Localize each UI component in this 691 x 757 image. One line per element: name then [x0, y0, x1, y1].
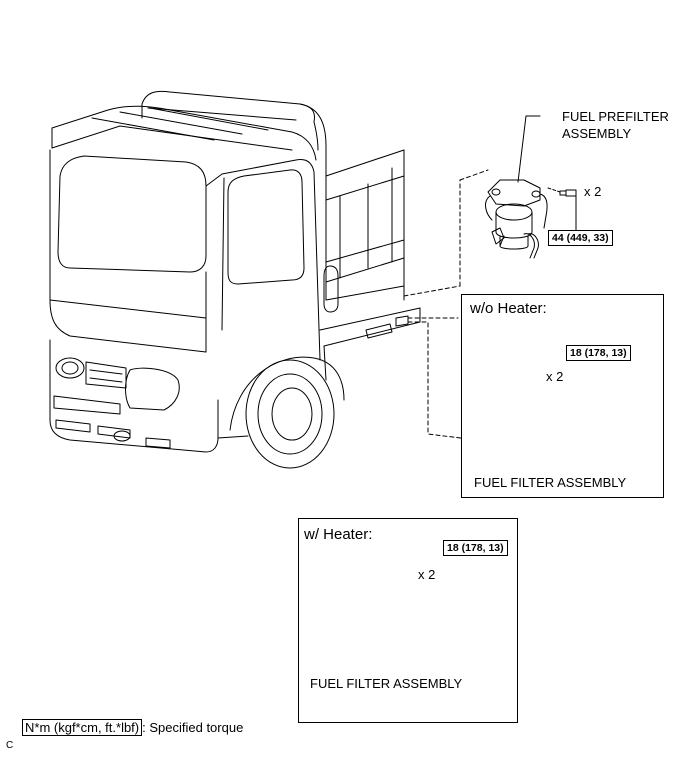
figure-code: C	[6, 740, 14, 751]
torque-legend: N*m (kgf*cm, ft.*lbf): Specified torque	[22, 719, 243, 736]
legend-unit-box: N*m (kgf*cm, ft.*lbf)	[22, 719, 143, 736]
no-heater-bolt-quantity: x 2	[546, 369, 564, 384]
fuel-prefilter-drawing	[485, 115, 577, 259]
fuel-prefilter-label-line2: ASSEMBLY	[562, 126, 632, 141]
panel-with-heater-title: w/ Heater:	[304, 526, 373, 543]
heater-fuel-filter-label: FUEL FILTER ASSEMBLY	[310, 676, 463, 691]
fuel-prefilter-label-line1: FUEL PREFILTER	[562, 109, 669, 124]
panel-without-heater	[461, 294, 664, 498]
truck-illustration	[49, 90, 421, 469]
heater-bolt-quantity: x 2	[418, 567, 436, 582]
callout-lines	[403, 169, 527, 447]
no-heater-fuel-filter-label: FUEL FILTER ASSEMBLY	[474, 475, 627, 490]
no-heater-torque-spec: 18 (178, 13)	[566, 345, 631, 361]
prefilter-bolt-quantity: x 2	[584, 184, 602, 199]
prefilter-torque-spec: 44 (449, 33)	[548, 230, 613, 246]
legend-description: : Specified torque	[142, 720, 244, 735]
panel-without-heater-title: w/o Heater:	[470, 300, 547, 317]
heater-torque-spec: 18 (178, 13)	[443, 540, 508, 556]
